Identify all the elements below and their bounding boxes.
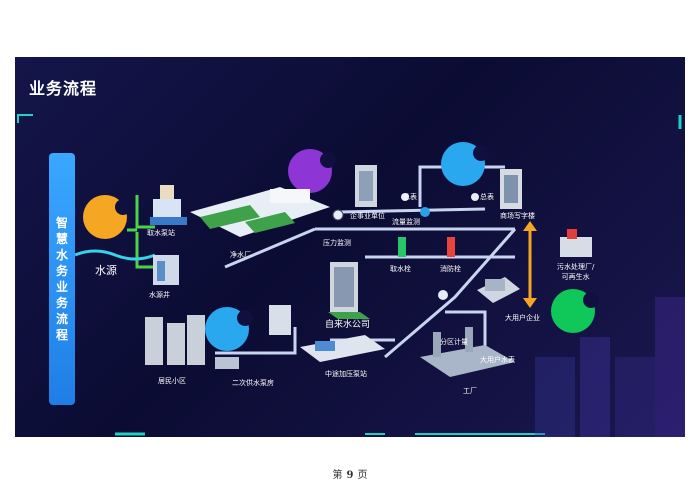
label-large-user-meter: 大用户水表 (480, 356, 515, 364)
factory-icon (420, 327, 515, 377)
orange-bubble-icon (83, 195, 131, 239)
large-user-enterprise-icon (477, 277, 520, 303)
sidebar-title-bar: 智慧水务业务流程 (49, 153, 75, 405)
label-intake-pump: 取水泵站 (147, 229, 175, 237)
green-bubble-icon (551, 289, 599, 333)
background-buildings (535, 297, 685, 437)
label-source-well: 水源井 (149, 291, 170, 299)
label-sewage-plant: 污水处理厂/ 可再生水 (557, 263, 595, 281)
sewage-arrow (523, 221, 537, 308)
diagram-panel: 业务流程 智慧水务业务流程 水源 取水泵站 水源井 净水厂 压力监测 企事业单位… (15, 57, 685, 437)
label-zone-metering: 分区计量 (440, 338, 468, 346)
purple-bubble-icon (288, 149, 336, 193)
label-fire-hydrant: 消防栓 (440, 265, 461, 273)
frame-corner-tl (17, 114, 33, 123)
label-water-source: 水源 (95, 264, 117, 277)
enterprise-building-icon (355, 165, 377, 207)
label-factory: 工厂 (463, 387, 477, 395)
label-booster-station: 中途加压泵站 (325, 370, 367, 378)
label-hydrant-intake: 取水栓 (390, 265, 411, 273)
intake-pump-icon (150, 185, 187, 225)
booster-station-icon (300, 335, 385, 362)
cyan-bubble-icon-top (441, 142, 489, 186)
label-water-company: 自来水公司 (325, 320, 371, 330)
main-meter-icon-2 (471, 193, 479, 201)
water-company-icon (328, 262, 370, 319)
footer-suffix: 页 (357, 470, 368, 481)
label-secondary-pump: 二次供水泵房 (232, 379, 274, 387)
footer-prefix: 第 (332, 470, 343, 481)
residential-icon (145, 315, 205, 365)
water-plant-icon (190, 187, 330, 237)
flow-meter-icon (420, 207, 430, 217)
cyan-bubble-icon-bottom (205, 307, 253, 351)
label-large-user-enterprise: 大用户企业 (505, 314, 540, 322)
fire-hydrant-icon (447, 237, 455, 257)
sewage-plant-icon (560, 229, 592, 257)
label-office-building: 商场写字楼 (500, 212, 535, 220)
pressure-gauge-icon (332, 209, 344, 221)
page-title: 业务流程 (29, 79, 98, 98)
label-main-meter-2: 总表 (480, 193, 494, 201)
main-meter-icon-1 (401, 193, 409, 201)
label-water-plant: 净水厂 (230, 251, 251, 259)
zone-meter-icon (438, 290, 448, 300)
diagram-canvas (17, 114, 685, 437)
water-source-icon (74, 249, 156, 261)
office-building-icon (500, 169, 522, 209)
label-enterprise: 企事业单位 (350, 212, 385, 220)
sidebar-title: 智慧水务业务流程 (55, 216, 68, 342)
label-flow-monitor: 流量监测 (392, 218, 420, 226)
label-residential: 居民小区 (158, 377, 186, 385)
label-pressure-monitor: 压力监测 (323, 239, 351, 247)
source-well-icon (153, 255, 179, 285)
hydrant-intake-icon (398, 237, 406, 257)
label-main-meter-1: 总表 (403, 193, 417, 201)
secondary-pump-icon (215, 305, 291, 369)
page-number: 9 (346, 470, 354, 481)
source-bracket (135, 195, 155, 269)
